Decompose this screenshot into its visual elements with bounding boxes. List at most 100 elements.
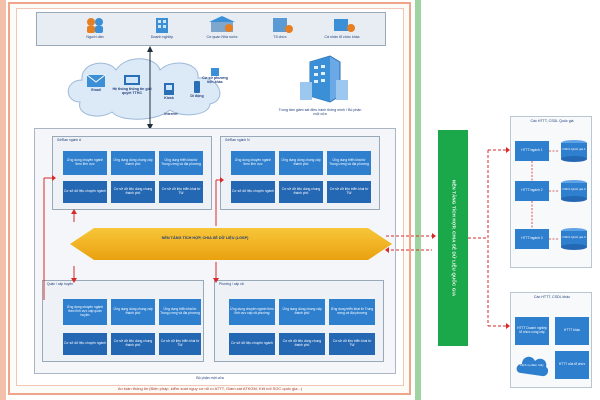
district-panel-title: Quận / cấp huyện: [47, 282, 74, 286]
app-icon: [211, 68, 219, 76]
national-system-2[interactable]: HTTT/ngành 2: [515, 181, 549, 201]
other-system-2[interactable]: HTTT khác: [555, 317, 589, 345]
national-row-links: [531, 150, 559, 240]
panel-n-db-1[interactable]: Cơ sở dữ liệu chuyên ngành: [231, 181, 275, 203]
ward-app-1[interactable]: Ứng dụng chuyên ngành theo lĩnh vực cấp …: [229, 299, 275, 325]
national-db-2-label: CSDL Quốc gia 2: [562, 187, 586, 191]
cloud-service[interactable]: Dịch vụ đám mây: [515, 351, 549, 381]
national-system-3[interactable]: HTTT/ngành 3: [515, 229, 549, 249]
monitor-icon: [124, 75, 140, 85]
cloud-app-label: Cơ sở phương tiện khác: [202, 76, 228, 85]
district-panel: Quận / cấp huyện Ứng dụng chuyên ngành t…: [42, 280, 204, 362]
district-db-3[interactable]: Cơ sở dữ liệu triển khai từ TW: [159, 333, 201, 355]
server-icon: [300, 55, 348, 103]
cloud-app[interactable]: Cơ sở phương tiện khác: [200, 68, 230, 86]
ward-db-3[interactable]: Cơ sở dữ liệu triển khai từ TW: [329, 333, 375, 355]
stakeholder-enterprise: Doanh nghiệp: [137, 15, 187, 45]
national-db-1-label: CSDL Quốc gia 1: [562, 147, 586, 151]
cloud-kiosk[interactable]: Kiosk: [158, 82, 180, 104]
stakeholder-government: Cơ quan Nhà nước: [197, 15, 247, 45]
agency-panel-n-title: Sở/Ban ngành N: [225, 138, 250, 142]
internet-label: Internet: [164, 112, 178, 116]
national-axis-bar: NỀN TẢNG TÍCH HỢP, CHIA SẺ DỮ LIỆU QUỐC …: [438, 130, 468, 346]
national-systems-panel: Các HTTT, CSDL Quốc gia HTTT/ngành 1 HTT…: [510, 116, 592, 268]
ward-panel: Phường / cấp xã Ứng dụng chuyên ngành th…: [214, 280, 384, 362]
panel-n-app-2[interactable]: Ứng dụng dùng chung cấp thành phố: [279, 151, 323, 175]
panel-n-db-2[interactable]: Cơ sở dữ liệu dùng chung thành phố: [279, 181, 323, 203]
inner-footer: Bộ phận một cửa: [196, 376, 224, 380]
district-app-3[interactable]: Ứng dụng triển khai từ Trung ương và địa…: [159, 299, 201, 325]
cloud-kiosk-label: Kiosk: [164, 96, 174, 100]
panel-a-db-2[interactable]: Cơ sở dữ liệu dùng chung thành phố: [111, 181, 155, 203]
cloud-service-label: Dịch vụ đám mây: [520, 363, 544, 367]
database-icon: [561, 180, 587, 202]
national-db-3-label: CSDL Quốc gia 3: [562, 235, 586, 239]
panel-a-app-2[interactable]: Ứng dụng dùng chung cấp thành phố: [111, 151, 155, 175]
agency-panel-a-title: Sở/Ban ngành A: [57, 138, 82, 142]
panel-a-db-3[interactable]: Cơ sở dữ liệu triển khai từ TW: [159, 181, 203, 203]
ward-app-3[interactable]: Ứng dụng triển khai từ Trung ương và địa…: [329, 299, 375, 325]
cloud-mobile-label: Di động: [190, 94, 204, 98]
phone-icon: [194, 81, 200, 93]
server-caption: Trung tâm giám sát điều hành thông minh …: [278, 108, 362, 117]
district-app-1[interactable]: Ứng dụng chuyên ngành theo lĩnh vực cấp …: [63, 299, 107, 325]
lgsp-bar: [70, 228, 392, 260]
cloud-email-label: Email: [91, 88, 101, 92]
other-systems-title: Các HTTT, CSDL khác: [533, 295, 571, 299]
outer-footer: An toàn thông tin (Biện pháp, kiểm soát …: [117, 386, 303, 391]
stakeholder-bar: Người dân Doanh nghiệp Cơ quan Nhà nước …: [36, 12, 386, 46]
cloud-mobile[interactable]: Di động: [186, 80, 208, 102]
stakeholder-enterprise-label: Doanh nghiệp: [150, 35, 174, 39]
other-system-1[interactable]: HTTT Doanh nghiệp tổ chức cung cấp: [515, 317, 549, 345]
district-db-2[interactable]: Cơ sở dữ liệu dùng chung thành phố: [111, 333, 155, 355]
kiosk-icon: [164, 83, 174, 95]
people-icon: [87, 18, 103, 33]
panel-a-app-1[interactable]: Ứng dụng chuyên ngành theo lĩnh vực: [63, 151, 107, 175]
outer-left-band: [0, 0, 6, 400]
cloud-portal-label: Hệ thống thông tin giải quyết TTHC: [112, 87, 152, 96]
stakeholder-organization: Tổ chức: [255, 15, 305, 45]
ward-panel-title: Phường / cấp xã: [219, 282, 244, 286]
cloud-portal[interactable]: Hệ thống thông tin giải quyết TTHC: [112, 74, 152, 100]
stakeholder-people: Người dân: [75, 15, 115, 45]
district-db-1[interactable]: Cơ sở dữ liệu chuyên ngành: [63, 333, 107, 355]
building-icon: [156, 18, 168, 33]
government-icon: [209, 16, 235, 32]
panel-a-app-3[interactable]: Ứng dụng triển khai từ Trung ương và địa…: [159, 151, 203, 175]
panel-n-app-1[interactable]: Ứng dụng chuyên ngành theo lĩnh vực: [231, 151, 275, 175]
database-icon: [561, 228, 587, 250]
access-cloud: [67, 58, 221, 120]
stakeholder-other: Cá nhân tổ chức khác: [312, 15, 372, 45]
other-system-4[interactable]: HTTT của tổ chức: [555, 351, 589, 379]
cloud-icon: [516, 356, 549, 377]
stakeholder-organization-label: Tổ chức: [273, 35, 287, 39]
cloud-connector: [147, 46, 153, 130]
cloud-email[interactable]: Email: [84, 74, 108, 98]
national-db-3[interactable]: CSDL Quốc gia 3: [559, 227, 589, 251]
organization-icon: [273, 18, 293, 33]
stakeholder-government-label: Cơ quan Nhà nước: [206, 35, 238, 39]
lgsp-bar-label: NỀN TẢNG TÍCH HỢP, CHIA SẺ DỮ LIỆU (LGSP…: [161, 236, 249, 240]
national-system-1[interactable]: HTTT/ngành 1: [515, 141, 549, 161]
national-db-2[interactable]: CSDL Quốc gia 2: [559, 179, 589, 203]
agency-panel-n: Sở/Ban ngành N Ứng dụng chuyên ngành the…: [220, 136, 380, 210]
national-systems-title: Các HTTT, CSDL Quốc gia: [530, 119, 574, 123]
panel-n-app-3[interactable]: Ứng dụng triển khai từ Trung ương và địa…: [327, 151, 371, 175]
other-systems-panel: Các HTTT, CSDL khác HTTT Doanh nghiệp tổ…: [510, 292, 592, 388]
panel-n-db-3[interactable]: Cơ sở dữ liệu triển khai từ TW: [327, 181, 371, 203]
ward-db-1[interactable]: Cơ sở dữ liệu chuyên ngành: [229, 333, 275, 355]
email-icon: [86, 74, 106, 87]
national-db-1[interactable]: CSDL Quốc gia 1: [559, 139, 589, 163]
national-axis-label: NỀN TẢNG TÍCH HỢP, CHIA SẺ DỮ LIỆU QUỐC …: [451, 179, 457, 297]
group-icon: [334, 19, 355, 32]
ward-app-2[interactable]: Ứng dụng dùng chung cấp thành phố: [279, 299, 325, 325]
district-app-2[interactable]: Ứng dụng dùng chung cấp thành phố: [111, 299, 155, 325]
outer-right-band: [415, 0, 421, 400]
panel-a-db-1[interactable]: Cơ sở dữ liệu chuyên ngành: [63, 181, 107, 203]
stakeholder-people-label: Người dân: [86, 35, 104, 39]
database-icon: [561, 140, 587, 162]
ward-db-2[interactable]: Cơ sở dữ liệu dùng chung thành phố: [279, 333, 325, 355]
stakeholder-other-label: Cá nhân tổ chức khác: [324, 35, 360, 39]
